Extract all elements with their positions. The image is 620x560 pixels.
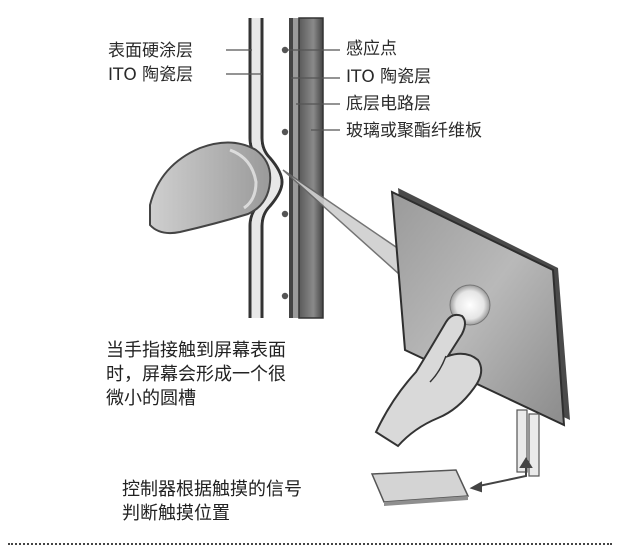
- label-ito-film: ITO 陶瓷层: [108, 64, 193, 86]
- label-circuit-layer: 底层电路层: [346, 93, 431, 115]
- controller-caption-line: 控制器根据触摸的信号: [122, 478, 302, 502]
- label-glass-plate: 玻璃或聚酯纤维板: [346, 120, 482, 142]
- controller-chip: [372, 470, 468, 506]
- label-sensing-point: 感应点: [346, 38, 397, 60]
- label-ito-glass: ITO 陶瓷层: [346, 66, 431, 88]
- controller-caption-line: 判断触摸位置: [122, 502, 302, 526]
- label-hard-coat: 表面硬涂层: [108, 40, 193, 62]
- touch-caption: 当手指接触到屏幕表面 时，屏幕会形成一个很 微小的圆槽: [106, 339, 286, 411]
- controller-caption: 控制器根据触摸的信号 判断触摸位置: [122, 478, 302, 526]
- touch-caption-line: 时，屏幕会形成一个很: [106, 363, 286, 387]
- touch-caption-line: 当手指接触到屏幕表面: [106, 339, 286, 363]
- signal-arrow: [472, 459, 531, 491]
- glass-plate: [299, 18, 323, 318]
- bottom-divider: [8, 543, 612, 545]
- ito-glass-layer: [289, 18, 293, 318]
- circuit-layer: [293, 18, 299, 318]
- touch-caption-line: 微小的圆槽: [106, 387, 286, 411]
